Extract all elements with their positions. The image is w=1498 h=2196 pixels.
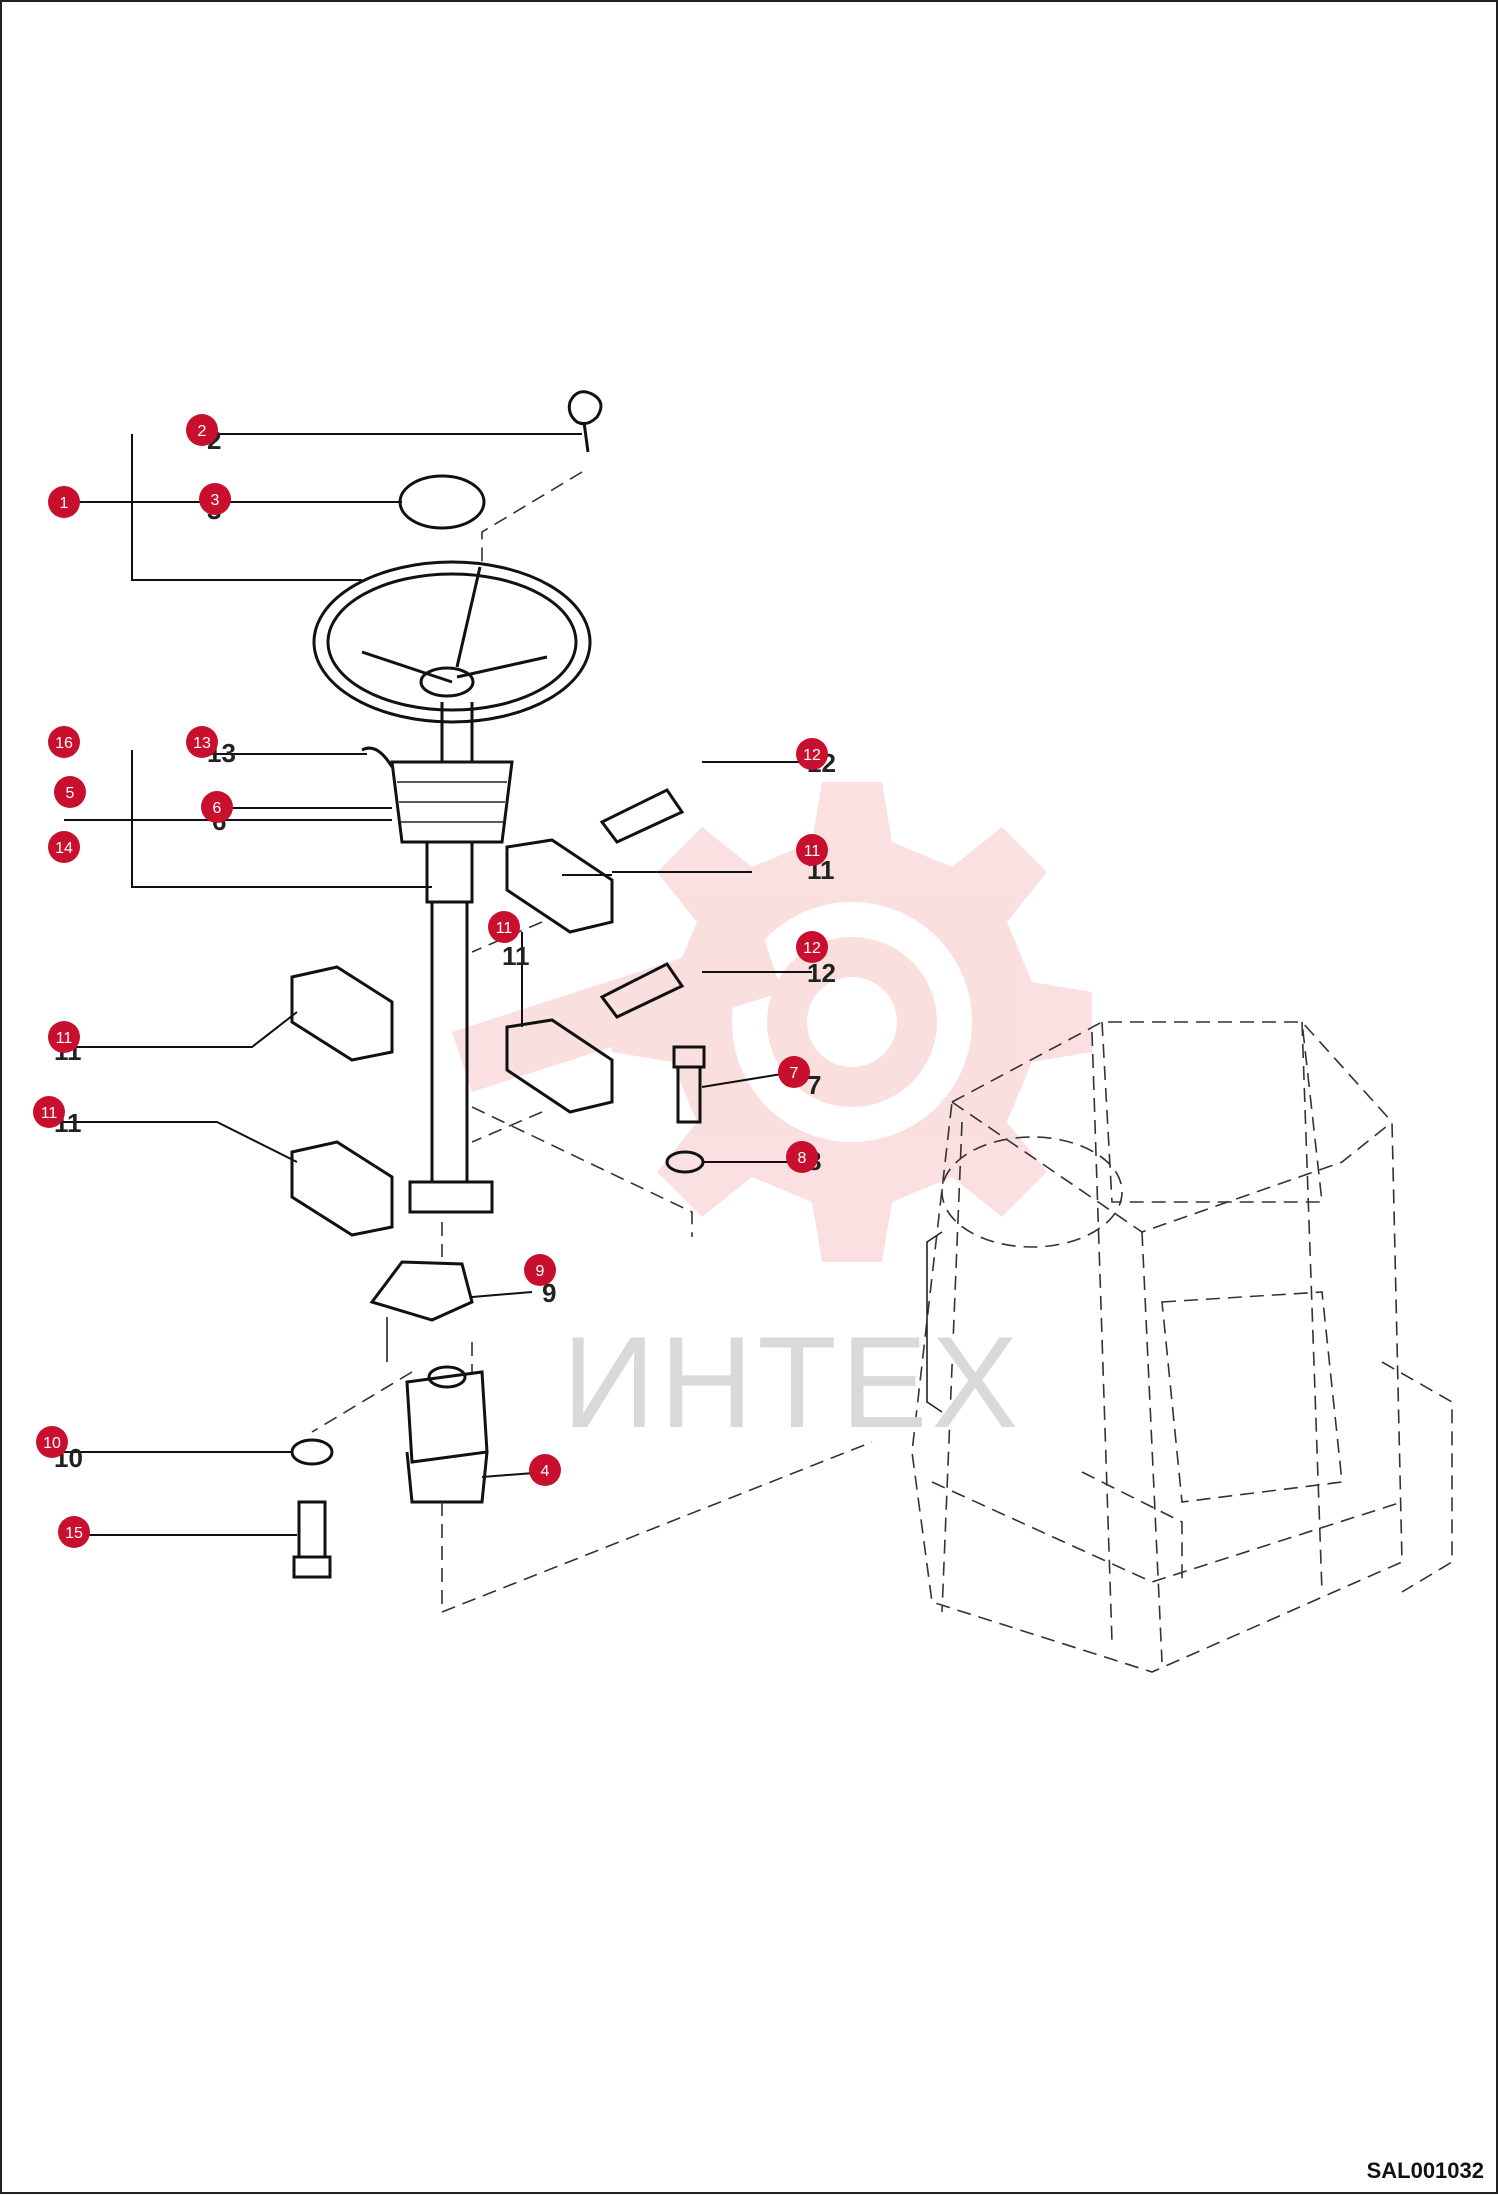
callout-14: 14 [48,831,80,863]
svg-text:6: 6 [213,800,222,817]
svg-text:9: 9 [536,1263,545,1280]
svg-text:16: 16 [55,735,73,752]
callout-7: 7 [778,1056,810,1088]
svg-text:5: 5 [66,785,75,802]
callout-16: 16 [48,726,80,758]
svg-text:12: 12 [803,747,821,764]
callout-5: 5 [54,776,86,808]
fasteners [290,788,706,1579]
cab-frame [911,1021,1453,1673]
mounting-bracket [369,1260,474,1362]
callout-11-left-upper: 11 [48,1021,80,1053]
watermark-text: ИНТЕХ [562,1309,1023,1455]
svg-text:13: 13 [193,735,211,752]
callout-9: 9 [524,1254,556,1286]
callout-15: 15 [58,1516,90,1548]
steering-column [361,702,514,1214]
svg-text:1: 1 [60,495,69,512]
steering-knob [567,390,603,453]
watermark-gear-logo [452,782,1092,1262]
callout-13: 13 [186,726,218,758]
svg-text:3: 3 [211,492,220,509]
svg-text:14: 14 [55,840,73,857]
svg-text:11: 11 [41,1105,58,1122]
clamp-blocks [290,838,614,1237]
svg-text:11: 11 [56,1030,73,1047]
svg-text:9: 9 [542,1278,556,1308]
drawing-code: SAL001032 [1366,2158,1484,2183]
assembly-lines [311,471,873,1614]
svg-text:11: 11 [502,941,530,971]
callout-12-upper: 12 [796,738,828,770]
steering-unit [405,1365,489,1504]
callout-3: 3 [199,483,231,515]
svg-text:15: 15 [65,1525,83,1542]
callout-6: 6 [201,791,233,823]
callout-8: 8 [786,1141,818,1173]
svg-text:12: 12 [807,958,836,988]
svg-text:12: 12 [803,940,821,957]
svg-text:8: 8 [798,1150,807,1167]
svg-text:4: 4 [541,1463,550,1480]
callout-10: 10 [36,1426,68,1458]
svg-text:7: 7 [807,1070,821,1100]
callout-2: 2 [186,414,218,446]
callout-11-upper-right: 11 [796,834,828,866]
svg-text:10: 10 [43,1435,61,1452]
svg-text:11: 11 [804,843,821,860]
callout-11-middle: 11 [488,911,520,943]
svg-text:11: 11 [496,920,513,937]
svg-text:7: 7 [790,1065,799,1082]
svg-text:2: 2 [198,423,207,440]
callout-4: 4 [529,1454,561,1486]
callout-12-lower: 12 [796,931,828,963]
callout-1: 1 [48,486,80,518]
callout-11-left-lower: 11 [33,1096,65,1128]
steering-wheel [312,560,592,724]
horn-cap [398,474,486,530]
